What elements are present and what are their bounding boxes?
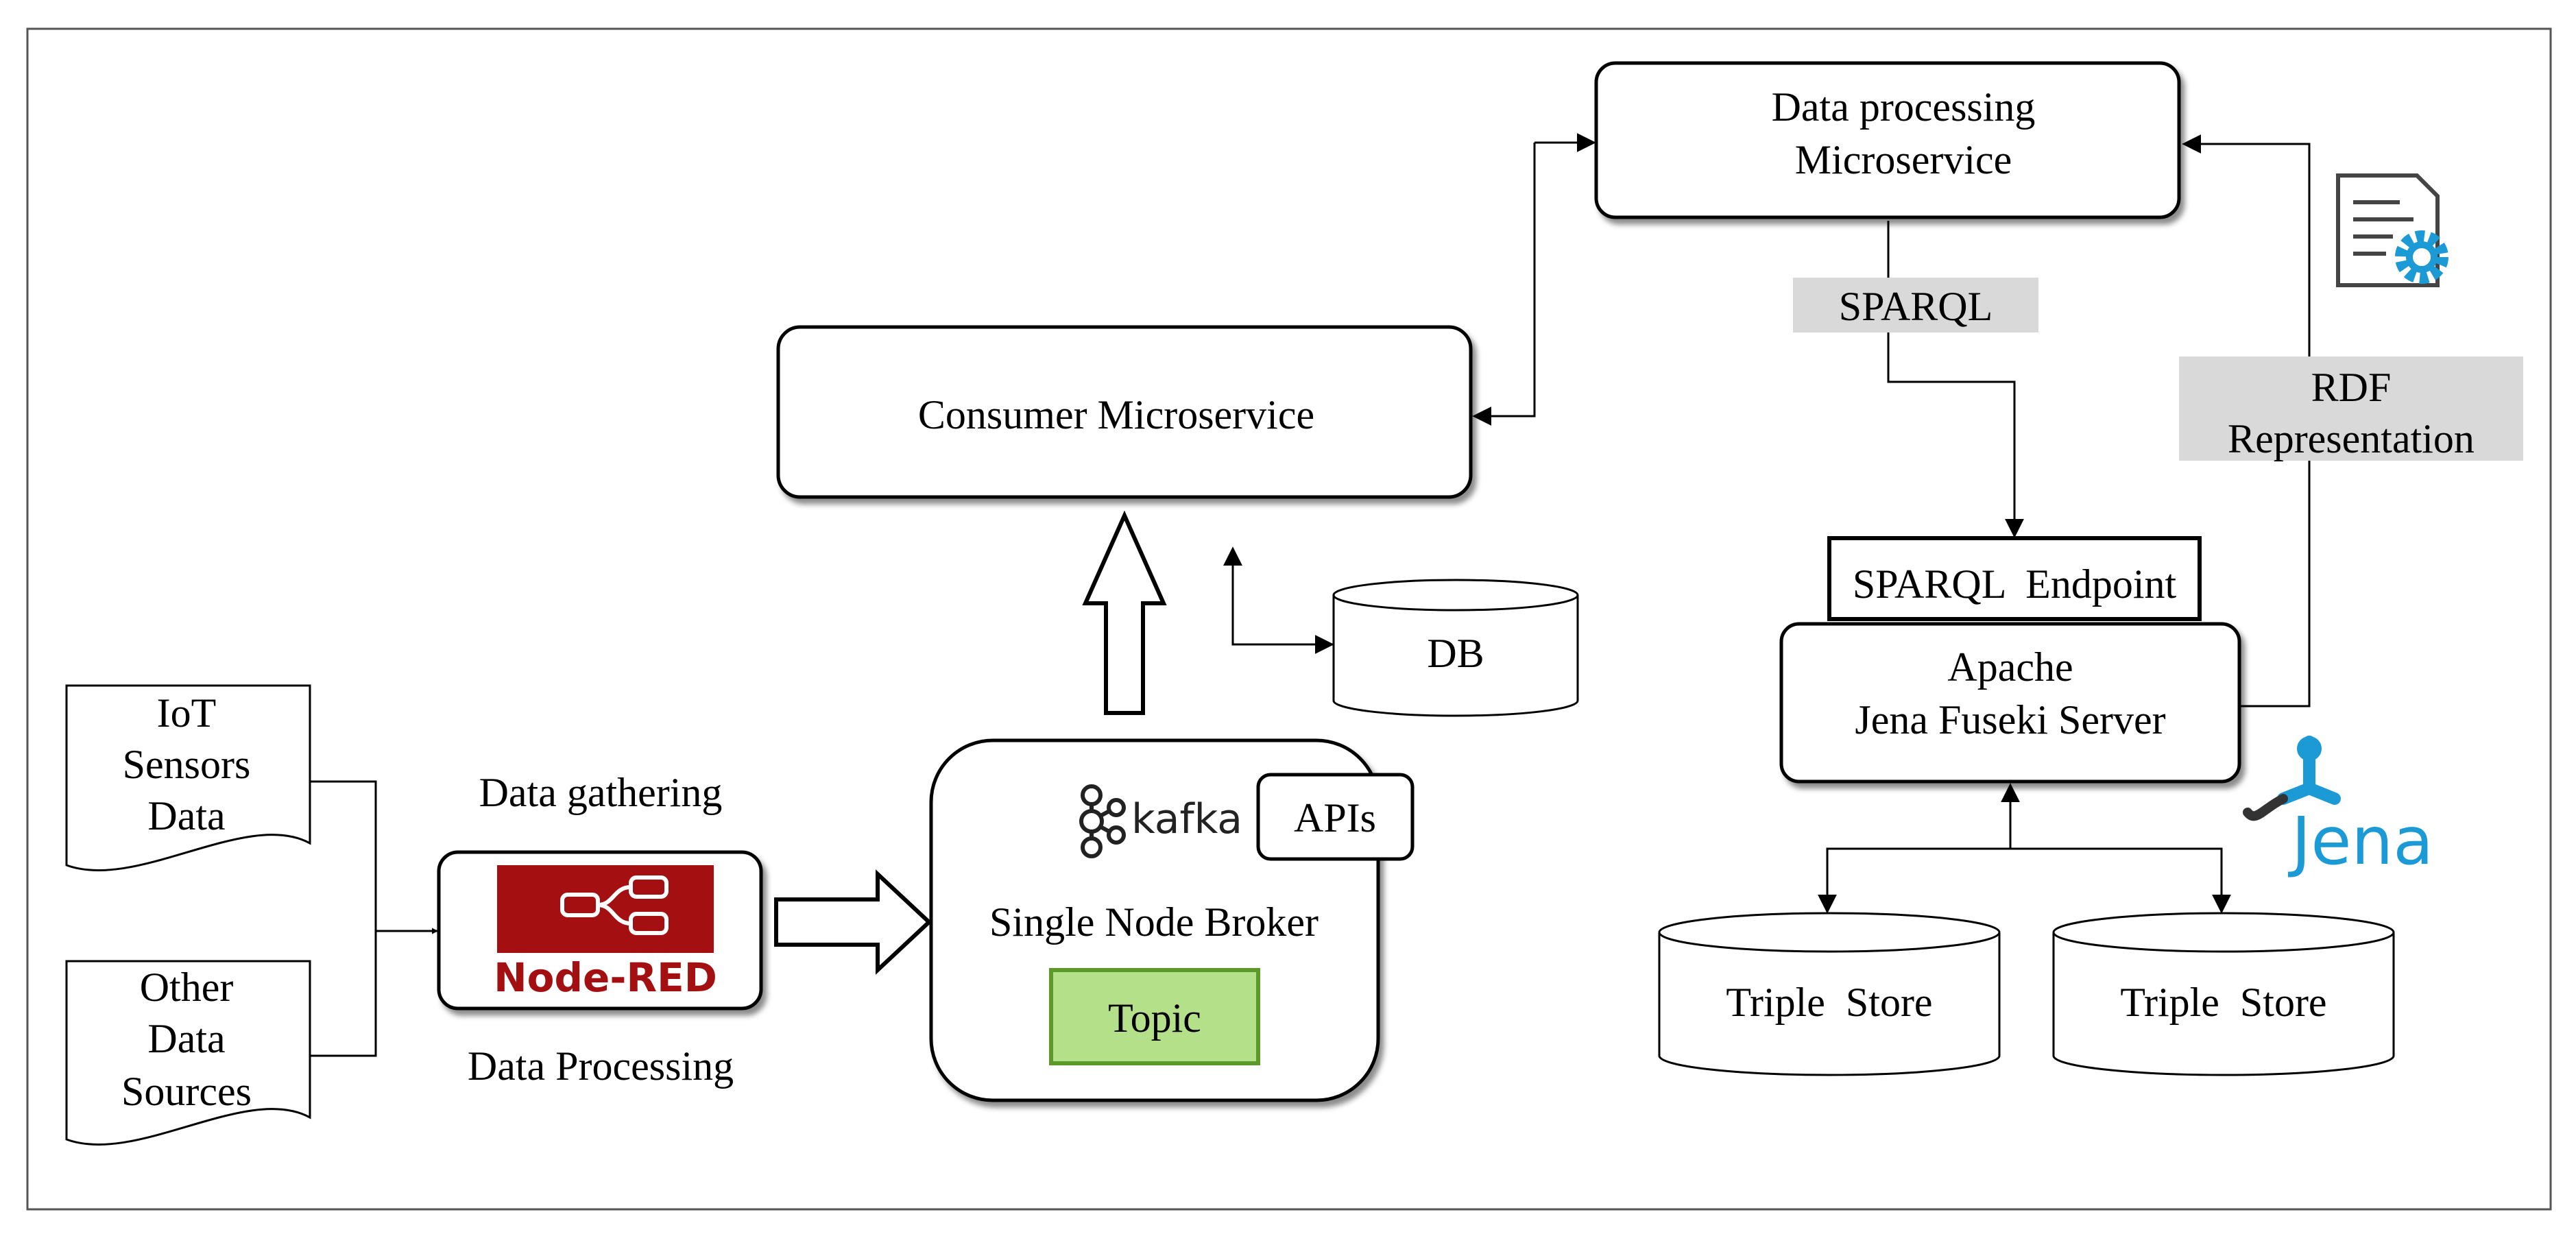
other-line-1: Other — [140, 965, 234, 1010]
other-line-2: Data — [147, 1016, 225, 1061]
data-processing-box: Data processing Microservice — [1594, 61, 2181, 219]
nodered-flow-icon — [560, 875, 669, 935]
iot-line-1: IoT — [157, 690, 217, 736]
fuseki-line-1: Apache — [1947, 644, 2073, 690]
processing-line-1: Data processing — [1772, 84, 2036, 130]
broker-title: Single Node Broker — [989, 899, 1319, 945]
outer-frame — [26, 27, 2552, 1211]
data-processing-label: Data Processing — [468, 1043, 734, 1089]
kafka-logo-text: kafka — [1131, 795, 1242, 843]
sparql-connector — [1887, 221, 2024, 538]
nodered-to-broker-arrow — [774, 869, 932, 975]
kafka-logo-icon — [1079, 784, 1126, 858]
other-line-3: Sources — [121, 1069, 252, 1114]
rdf-tag-box — [2179, 356, 2523, 461]
iot-line-3: Data — [147, 793, 225, 838]
data-gathering-label: Data gathering — [479, 770, 723, 815]
processing-line-2: Microservice — [1795, 137, 2012, 182]
fuseki-server-box: Apache Jena Fuseki Server — [1779, 622, 2241, 784]
rdf-line-1: RDF — [2311, 365, 2392, 410]
sparql-tag-box — [1793, 278, 2038, 332]
nodered-logo-text: Node-RED — [494, 954, 717, 1001]
triple-store-connector-right — [2010, 847, 2231, 914]
fuseki-line-2: Jena Fuseki Server — [1855, 697, 2165, 742]
db-connector — [1223, 546, 1334, 646]
triple-store-connector — [1818, 847, 2010, 914]
sources-merge-connector — [310, 780, 437, 1057]
sparql-tag: SPARQL — [1839, 284, 1993, 329]
apis-box — [1256, 773, 1415, 861]
sparql-endpoint-box — [1827, 536, 2202, 621]
other-sources-document: Other Data Sources — [65, 960, 311, 1146]
triple-store-label-1: Triple Store — [1726, 980, 1932, 1025]
iot-line-2: Sensors — [123, 742, 251, 787]
document-gear-icon — [2336, 173, 2448, 287]
jena-logo-icon — [2243, 736, 2341, 821]
consumer-microservice-box: Consumer Microservice — [776, 325, 1473, 499]
triple-store-cylinder-2: Triple Store — [2052, 912, 2395, 1076]
broker-to-consumer-arrow — [1082, 510, 1167, 715]
topic-box — [1049, 968, 1260, 1065]
rdf-line-2: Representation — [2228, 416, 2475, 461]
iot-sensors-document: IoT Sensors Data — [65, 684, 311, 872]
consumer-label: Consumer Microservice — [918, 392, 1314, 437]
jena-logo-text: Jena — [2288, 803, 2433, 880]
broker-box: kafka APIs Single Node Broker Topic — [929, 738, 1415, 1102]
sparql-endpoint-label: SPARQL Endpoint — [1853, 561, 2177, 607]
apis-label: APIs — [1294, 795, 1376, 840]
db-label: DB — [1427, 631, 1484, 676]
nodered-box: Node-RED — [437, 850, 763, 1011]
triple-store-cylinder-1: Triple Store — [1658, 912, 2001, 1076]
db-cylinder: DB — [1332, 579, 1579, 717]
triple-store-label-2: Triple Store — [2120, 980, 2326, 1025]
topic-label: Topic — [1108, 995, 1201, 1041]
consumer-processing-connector — [1472, 143, 1536, 426]
